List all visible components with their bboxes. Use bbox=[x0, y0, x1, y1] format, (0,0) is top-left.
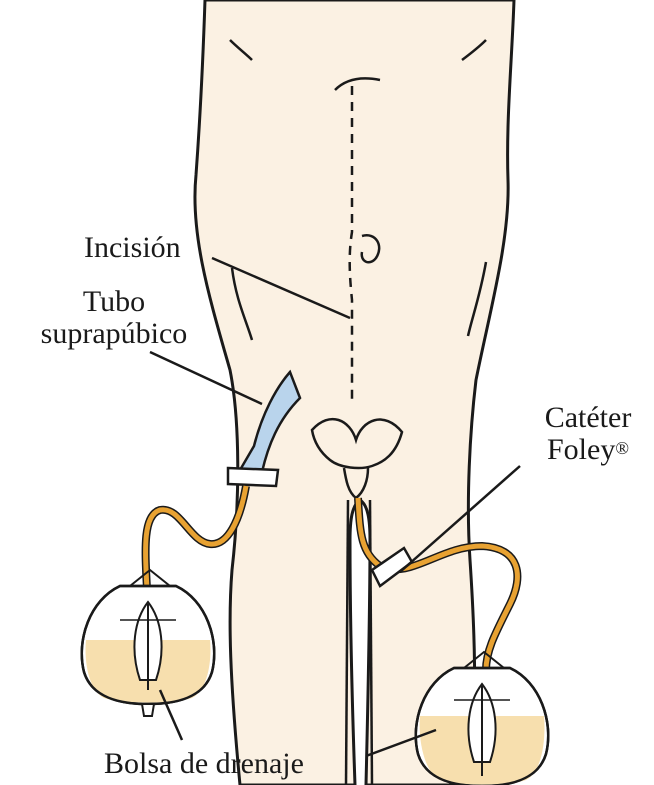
suprapubic-tube-label-line2: suprapúbico bbox=[14, 318, 214, 350]
foley-name: Foley bbox=[547, 433, 615, 466]
foley-catheter-label: Catéter Foley® bbox=[518, 402, 654, 466]
foley-catheter-label-line2: Foley® bbox=[518, 434, 654, 466]
tube-clamp bbox=[228, 468, 278, 486]
drainage-bag-label: Bolsa de drenaje bbox=[104, 748, 304, 780]
drainage-bag-left bbox=[82, 570, 214, 716]
foley-catheter-label-line1: Catéter bbox=[518, 402, 654, 434]
suprapubic-tube-label-line1: Tubo bbox=[14, 286, 214, 318]
incision-label: Incisión bbox=[84, 232, 181, 264]
suprapubic-tube-label: Tubo suprapúbico bbox=[14, 286, 214, 350]
registered-mark: ® bbox=[615, 438, 629, 458]
